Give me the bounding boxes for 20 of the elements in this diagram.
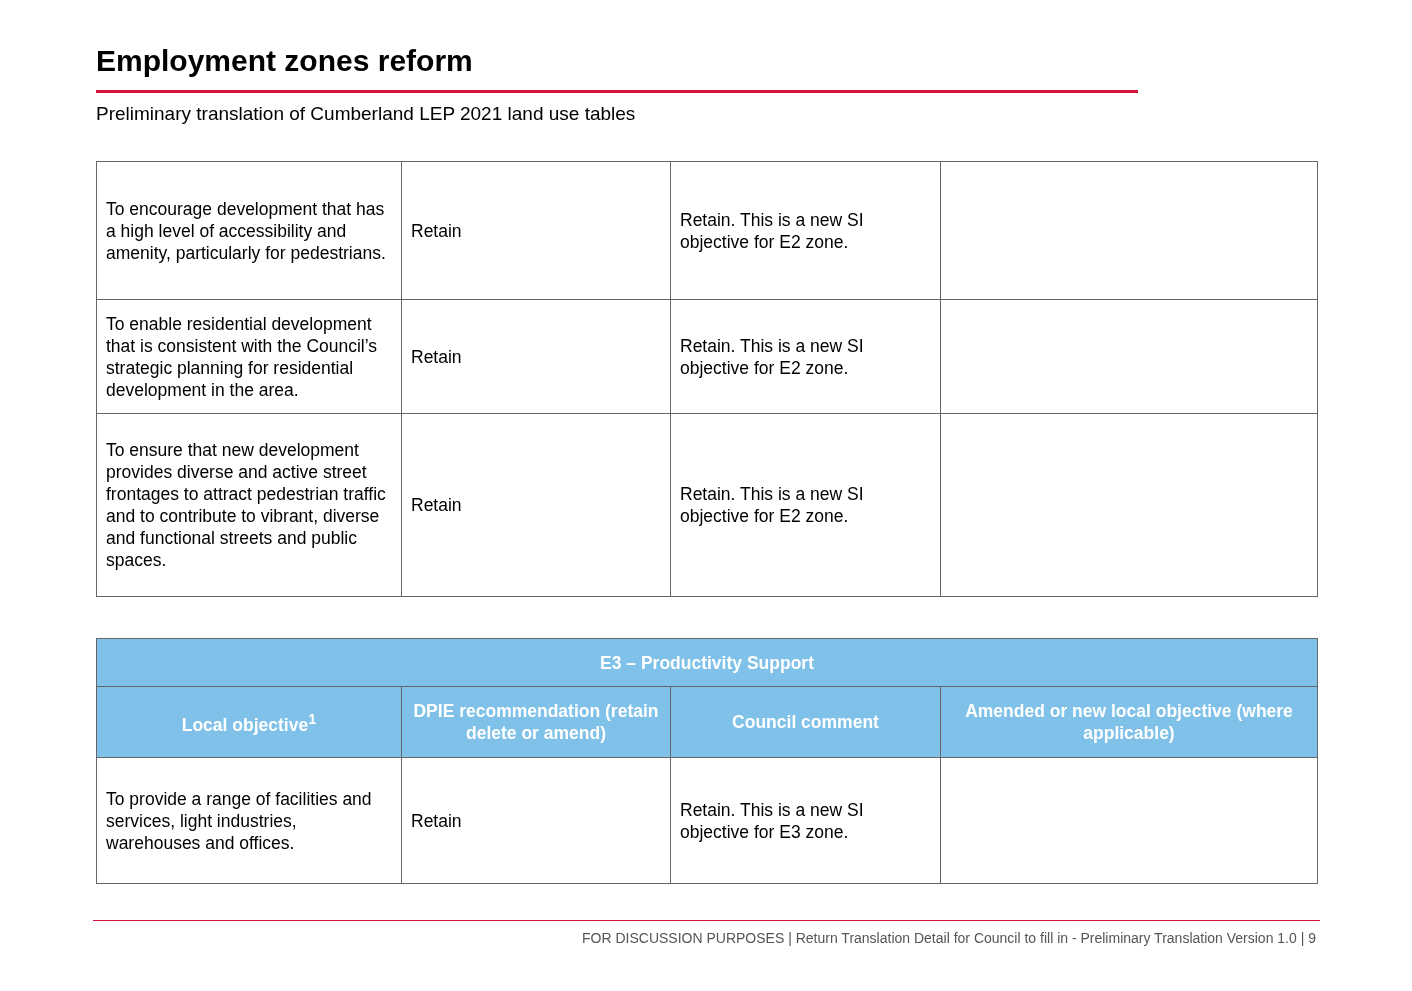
table-cell: Retain <box>401 413 671 597</box>
table-heading: E3 – Productivity Support <box>96 638 1318 687</box>
footer-text: FOR DISCUSSION PURPOSES | Return Translation Detail for Council to fill in - Preliminary Translation Version 1.0 | 9 <box>582 930 1316 946</box>
table-cell: To encourage development that has a high level of accessibility and amenity, particularly for pedestrians. <box>96 161 402 300</box>
table-cell: Retain <box>401 161 671 300</box>
table-cell: To provide a range of facilities and services, light industries, warehouses and offices. <box>96 757 402 884</box>
table-cell: Retain <box>401 757 671 884</box>
table-cell: Retain. This is a new SI objective for E2 zone. <box>670 299 941 414</box>
table-cell: To ensure that new development provides diverse and active street frontages to attract pedestrian traffic and to contribute to vibrant, diverse and functional streets and public spaces. <box>96 413 402 597</box>
column-header: Local objective$^{1}$ <box>96 686 402 758</box>
table-cell: Retain. This is a new SI objective for E2 zone. <box>670 161 941 300</box>
table-cell: Retain. This is a new SI objective for E2 zone. <box>670 413 941 597</box>
subtitle: Preliminary translation of Cumberland LEP 2021 land use tables <box>96 103 636 125</box>
column-header: DPIE recommendation (retain delete or amend) <box>401 686 671 758</box>
table-cell: To enable residential development that is consistent with the Council’s strategic planning for residential development in the area. <box>96 299 402 414</box>
column-header: Amended or new local objective (where applicable) <box>940 686 1318 758</box>
page-title: Employment zones reform <box>96 44 473 78</box>
table-cell: Retain <box>401 299 671 414</box>
table-cell: Retain. This is a new SI objective for E3 zone. <box>670 757 941 884</box>
column-header: Council comment <box>670 686 941 758</box>
